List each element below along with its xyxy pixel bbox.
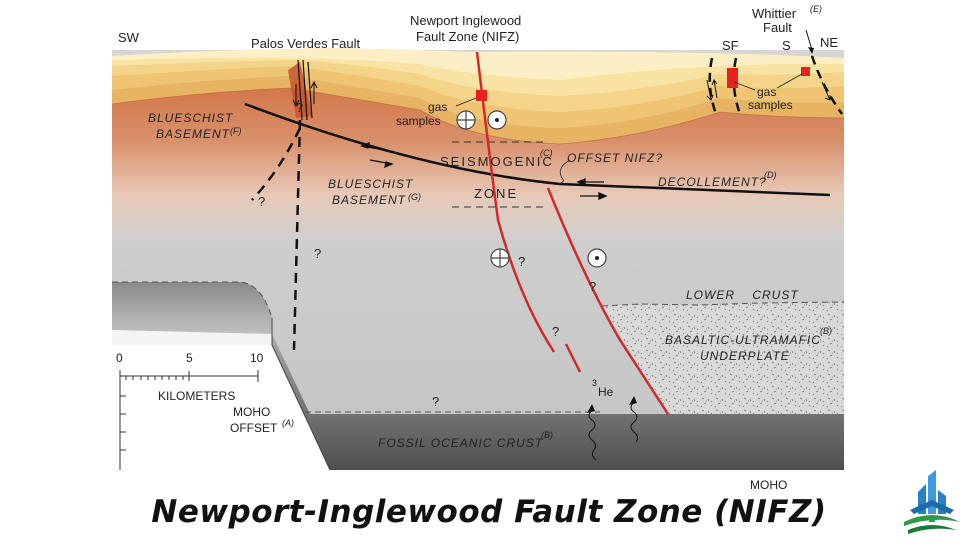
label-moho-offset-sup: (A) bbox=[282, 418, 294, 428]
label-blueschist-f-sup: (F) bbox=[230, 126, 242, 136]
motion-symbol-toward bbox=[487, 110, 507, 130]
label-gas-samples-nifz-1: gas bbox=[428, 100, 447, 114]
label-helium: He bbox=[598, 385, 614, 399]
scale-bar bbox=[119, 370, 259, 470]
label-moho: MOHO bbox=[750, 478, 787, 490]
label-offset-nifz: OFFSET NIFZ? bbox=[567, 151, 663, 165]
label-moho-offset-2: OFFSET bbox=[230, 421, 278, 435]
label-decollement: DECOLLEMENT? bbox=[658, 175, 767, 189]
label-scale-5: 5 bbox=[186, 351, 193, 365]
label-seismogenic: SEISMOGENIC bbox=[440, 154, 554, 169]
label-basaltic-sup: (B) bbox=[820, 326, 832, 336]
label-zone: ZONE bbox=[474, 186, 518, 201]
label-helium-sup: 3 bbox=[592, 378, 597, 388]
label-gas-samples-right-1: gas bbox=[757, 85, 776, 99]
label-gas-samples-right-2: samples bbox=[748, 98, 793, 112]
decollement-fault-line bbox=[244, 102, 831, 197]
palos-verdes-fault bbox=[251, 59, 318, 351]
label-lower-crust: LOWER CRUST bbox=[686, 288, 799, 302]
label-sf: SF bbox=[722, 38, 739, 53]
motion-symbol-toward-deep bbox=[587, 248, 607, 268]
gas-sample-marker-sf bbox=[727, 68, 738, 88]
left-block-dashed-top bbox=[112, 281, 273, 319]
nifz-fault-traces bbox=[475, 51, 670, 415]
label-q-5: ? bbox=[589, 279, 596, 294]
label-nifz-1: Newport Inglewood bbox=[410, 13, 521, 28]
label-basaltic-2: UNDERPLATE bbox=[700, 349, 790, 363]
label-ne: NE bbox=[820, 35, 838, 50]
gas-sample-marker-s bbox=[801, 67, 810, 76]
label-s: S bbox=[782, 38, 791, 53]
label-scale-0: 0 bbox=[116, 351, 123, 365]
figure-caption: Newport-Inglewood Fault Zone (NIFZ) bbox=[151, 494, 827, 530]
label-scale-10: 10 bbox=[250, 351, 264, 365]
left-mantle-block bbox=[112, 282, 272, 334]
label-nifz-2: Fault Zone (NIFZ) bbox=[416, 29, 519, 44]
whittier-fault-system bbox=[708, 55, 844, 115]
layer-fossil-oceanic-crust bbox=[272, 334, 844, 470]
label-blueschist-g-1: BLUESCHIST bbox=[328, 177, 414, 191]
cross-section-diagram: SW NE Palos Verdes Fault Newport Inglewo… bbox=[111, 4, 845, 490]
label-blueschist-f-2: BASEMENT bbox=[156, 127, 231, 141]
label-q-6: ? bbox=[552, 324, 559, 339]
helium-arrows bbox=[588, 401, 639, 461]
label-blueschist-g-2: BASEMENT bbox=[332, 193, 407, 207]
whittier-pointer bbox=[805, 29, 813, 51]
label-fossil-crust: FOSSIL OCEANIC CRUST bbox=[378, 436, 544, 450]
diagram-labels: SW NE Palos Verdes Fault Newport Inglewo… bbox=[116, 4, 838, 490]
label-seismogenic-sup: (C) bbox=[540, 148, 553, 158]
whittier-slip-arrows bbox=[706, 78, 831, 101]
label-fossil-sup: (B) bbox=[541, 430, 553, 440]
layer-basaltic-underplate bbox=[602, 302, 844, 414]
label-whittier-1: Whittier bbox=[752, 6, 797, 21]
label-q-7: ? bbox=[432, 394, 439, 409]
label-blueschist-g-sup: (G) bbox=[408, 192, 421, 202]
label-moho-offset-1: MOHO bbox=[233, 405, 270, 419]
label-whittier-sup: (E) bbox=[810, 4, 822, 14]
label-palos-verdes-fault: Palos Verdes Fault bbox=[251, 36, 361, 51]
label-sw: SW bbox=[118, 30, 140, 45]
label-gas-samples-nifz-2: samples bbox=[396, 114, 441, 128]
gas-sample-marker-nifz bbox=[476, 90, 487, 101]
label-q-4: ? bbox=[518, 254, 525, 269]
label-whittier-2: Fault bbox=[763, 20, 792, 35]
label-basaltic-1: BASALTIC-ULTRAMAFIC bbox=[665, 333, 821, 347]
label-q-2: ? bbox=[258, 194, 265, 209]
motion-symbol-away bbox=[456, 110, 476, 130]
label-q-3: ? bbox=[314, 246, 321, 261]
building-house-logo-icon bbox=[904, 470, 960, 534]
motion-symbol-away-deep bbox=[490, 248, 510, 268]
label-kilometers: KILOMETERS bbox=[158, 389, 235, 403]
label-blueschist-f-1: BLUESCHIST bbox=[148, 111, 234, 125]
label-q-1: ? bbox=[296, 100, 303, 115]
label-decollement-sup: (D) bbox=[764, 170, 777, 180]
slip-arrows bbox=[360, 141, 608, 200]
